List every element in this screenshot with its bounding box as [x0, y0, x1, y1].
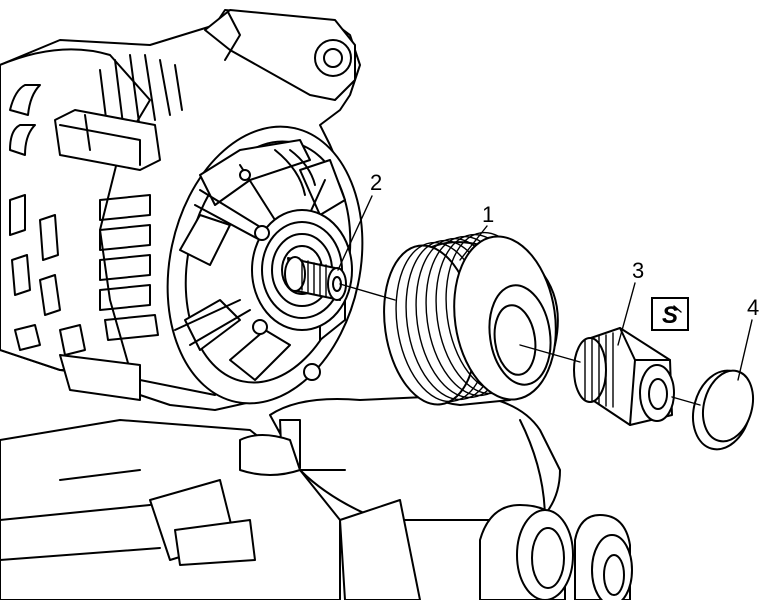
special-tool-symbol: S [662, 302, 678, 329]
mounting-bracket [0, 394, 633, 600]
callout-1-pulley: 1 [482, 202, 494, 227]
callout-4-cap: 4 [747, 295, 759, 320]
belt-pulley [383, 231, 559, 406]
pulley-nut [573, 327, 675, 426]
callout-3-nut: 3 [632, 258, 644, 283]
cooling-slots-rear [9, 84, 86, 356]
callout-2-shaft: 2 [370, 170, 382, 195]
callout-leaders [337, 195, 753, 381]
special-tool-icon: S [651, 297, 689, 331]
alternator-shaft [284, 256, 347, 301]
protective-cap [692, 369, 754, 451]
assembly-axis [339, 283, 701, 406]
